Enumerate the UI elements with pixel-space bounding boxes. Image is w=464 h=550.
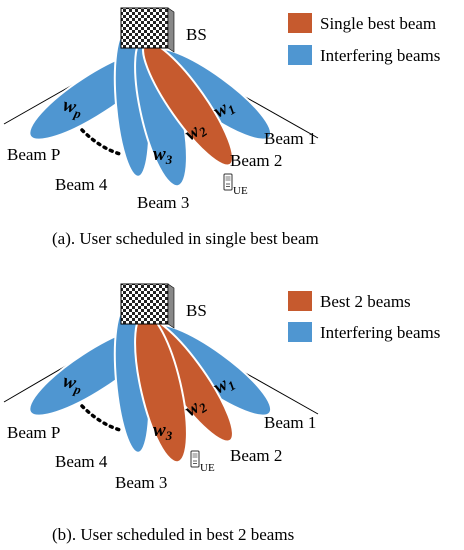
ue-label: UE: [200, 462, 215, 474]
caption-a: (a). User scheduled in single best beam: [52, 229, 319, 248]
base-station-side: [167, 7, 175, 53]
legend-best-swatch: [288, 13, 312, 33]
legend-best-label: Single best beam: [320, 14, 436, 33]
ue-label: UE: [233, 185, 248, 197]
ue-phone-icon: [190, 450, 200, 468]
legend-interfering-label: Interfering beams: [320, 46, 440, 65]
legend-interfering-swatch: [288, 45, 312, 65]
beam-1-label: Beam 1: [264, 129, 316, 148]
legend-interfering-swatch: [288, 322, 312, 342]
beam-3-label: Beam 3: [137, 193, 189, 212]
beam-p-label: Beam P: [7, 423, 60, 442]
base-station-icon: [120, 283, 169, 325]
legend-best-label: Best 2 beams: [320, 292, 411, 311]
bs-label: BS: [186, 301, 207, 320]
caption-b: (b). User scheduled in best 2 beams: [52, 525, 294, 544]
weight-wp: wp: [60, 94, 85, 121]
beam-continuation-dots: [80, 404, 122, 432]
weight-wp: wp: [60, 370, 85, 397]
panel-b: BS wp w3 w2 w1 Beam P Beam 4 Beam 3 Beam…: [3, 283, 440, 544]
beam-1-label: Beam 1: [264, 413, 316, 432]
bs-label: BS: [186, 25, 207, 44]
weight-w3: w3: [153, 144, 173, 167]
beam-3-label: Beam 3: [115, 473, 167, 492]
base-station-icon: [120, 7, 169, 49]
legend-interfering-label: Interfering beams: [320, 323, 440, 342]
beam-continuation-dots: [80, 128, 122, 156]
ue-phone-icon: [223, 173, 233, 191]
beam-4-label: Beam 4: [55, 452, 108, 471]
beam-p-label: Beam P: [7, 145, 60, 164]
beam-4-label: Beam 4: [55, 175, 108, 194]
beam-2-label: Beam 2: [230, 151, 282, 170]
base-station-side: [167, 283, 175, 329]
panel-a: BS wp w3 w2 w1 Beam P Beam 4 Beam 3 Beam…: [3, 7, 440, 248]
legend-best-swatch: [288, 291, 312, 311]
weight-w3: w3: [153, 420, 173, 443]
beam-2-label: Beam 2: [230, 446, 282, 465]
